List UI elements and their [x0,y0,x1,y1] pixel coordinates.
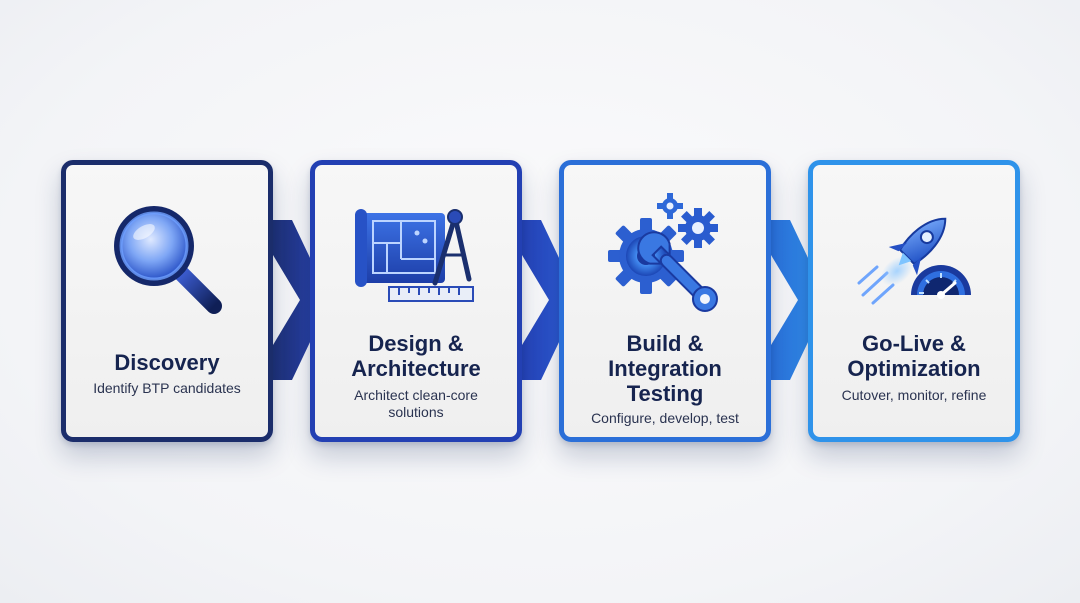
step-title: Go-Live & Optimization [847,331,981,381]
step-card-discovery: Discovery Identify BTP candidates [61,160,273,442]
blueprint-compass-icon [315,193,517,325]
magnifying-glass-icon [66,193,268,325]
step-title: Discovery [114,350,220,375]
gears-wrench-icon [564,185,766,317]
arrow-chevron-1 [270,220,330,380]
step-subtitle: Architect clean-core solutions [354,387,478,420]
step-title: Design & Architecture [351,331,481,381]
step-subtitle: Configure, develop, test [591,410,739,426]
arrow-chevron-3 [768,220,828,380]
step-subtitle: Identify BTP candidates [93,380,241,396]
step-subtitle: Cutover, monitor, refine [841,387,987,403]
step-card-build-integration: Build & Integration Testing Configure, d… [559,160,771,442]
step-card-go-live: Go-Live & Optimization Cutover, monitor,… [808,160,1020,442]
step-title: Build & Integration Testing [608,331,722,406]
arrow-chevron-2 [519,220,579,380]
rocket-gauge-icon [813,193,1015,325]
step-card-design-architecture: Design & Architecture Architect clean-co… [310,160,522,442]
